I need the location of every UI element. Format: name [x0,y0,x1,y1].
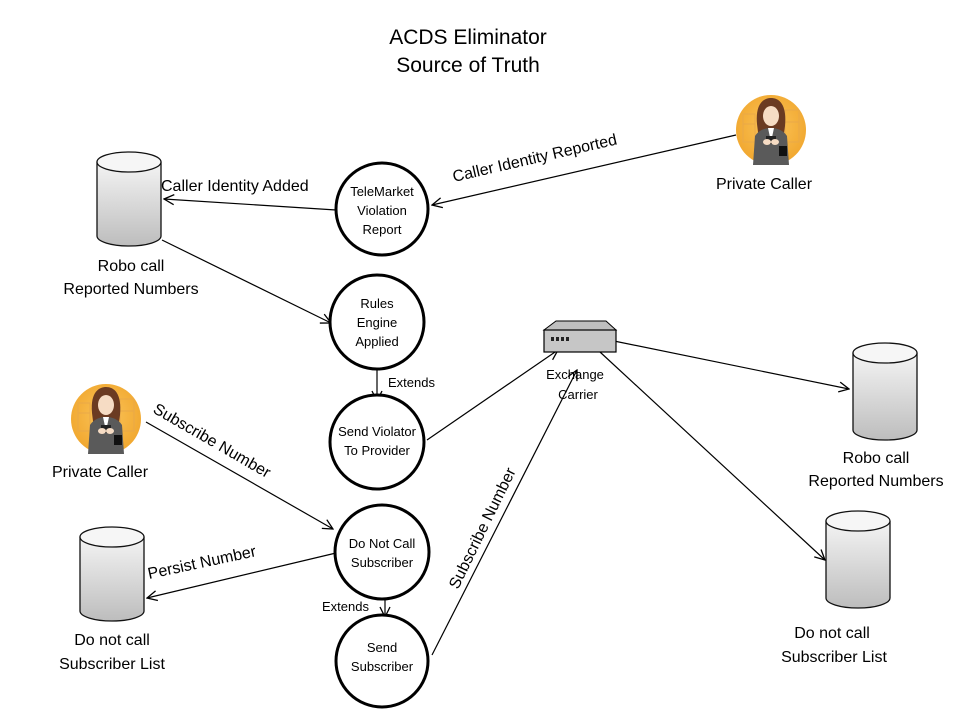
process-do-not-call-subscriber[interactable]: Do Not Call Subscriber [333,503,431,601]
process-label-line: Send Violator [338,424,416,439]
datastore-label-line: Subscriber List [59,656,165,673]
process-label-line: Rules [360,296,394,311]
process-send-subscriber[interactable]: Send Subscriber [334,613,430,709]
edge-caller-identity-added [164,199,337,211]
database-icon [852,342,918,441]
diagram-title-line-1: ACDS Eliminator [389,26,547,49]
process-label-line: Send [367,640,397,655]
edge-label-extends-dnc: Extends [322,599,369,614]
datastore-label-line: Do not call [74,632,150,649]
datastore-label-line: Subscriber List [781,649,887,666]
edges [145,134,849,656]
process-label-line: Engine [357,315,397,330]
edge-caller-identity-reported [432,134,737,205]
datastore-robocall-right[interactable]: Robo call Reported Numbers [808,342,944,490]
process-telemarket-violation-report[interactable]: TeleMarket Violation Report [334,161,430,257]
actor-private-caller-left[interactable]: Private Caller [52,383,149,481]
datastore-robocall-left[interactable]: Robo call Reported Numbers [63,151,199,298]
edge-exchange-to-robocall-right [613,340,849,389]
datastore-dnc-left[interactable]: Do not call Subscriber List [59,526,165,673]
edge-send-violator-to-exchange [426,350,558,441]
database-icon [96,151,162,247]
edge-label-caller-identity-added: Caller Identity Added [161,178,309,195]
edge-subscribe-number-left [145,421,333,529]
woman-avatar-icon [735,94,807,166]
woman-avatar-icon [70,383,142,455]
process-send-violator-to-provider[interactable]: Send Violator To Provider [328,393,426,491]
exchange-carrier[interactable]: Exchange Carrier [542,320,618,402]
edge-robocall-to-rules-engine [161,239,331,323]
edge-label-subscribe-number-left: Subscribe Number [150,401,274,482]
datastore-dnc-right[interactable]: Do not call Subscriber List [781,510,891,666]
process-label-line: TeleMarket [350,184,414,199]
process-label-line: Report [362,222,401,237]
exchange-label-line: Exchange [546,367,604,382]
edge-label-extends-rules: Extends [388,375,435,390]
diagram-title-line-2: Source of Truth [396,54,540,77]
database-icon [79,526,145,622]
datastore-label-line: Do not call [794,625,870,642]
datastore-label-line: Robo call [98,258,165,275]
process-rules-engine-applied[interactable]: Rules Engine Applied [328,273,426,371]
process-label-line: Subscriber [351,555,414,570]
database-icon [825,510,891,609]
edge-subscribe-number-to-exchange [431,370,577,656]
datastore-label-line: Reported Numbers [808,473,943,490]
process-label-line: Violation [357,203,407,218]
actor-private-caller-top[interactable]: Private Caller [716,94,813,193]
edge-exchange-to-dnc-right [599,351,825,560]
edge-persist-number [147,552,337,598]
process-label-line: Do Not Call [349,536,416,551]
actor-label: Private Caller [52,464,149,481]
edge-label-subscribe-number-exchange: Subscribe Number [446,465,520,592]
actor-label: Private Caller [716,176,813,193]
server-icon [542,320,618,353]
exchange-label-line: Carrier [558,387,598,402]
datastore-label-line: Robo call [843,450,910,467]
process-label-line: Applied [355,334,398,349]
process-label-line: Subscriber [351,659,414,674]
edge-label-caller-identity-reported: Caller Identity Reported [451,132,619,186]
edge-label-persist-number: Persist Number [146,543,258,583]
datastore-label-line: Reported Numbers [63,281,198,298]
process-label-line: To Provider [344,443,410,458]
